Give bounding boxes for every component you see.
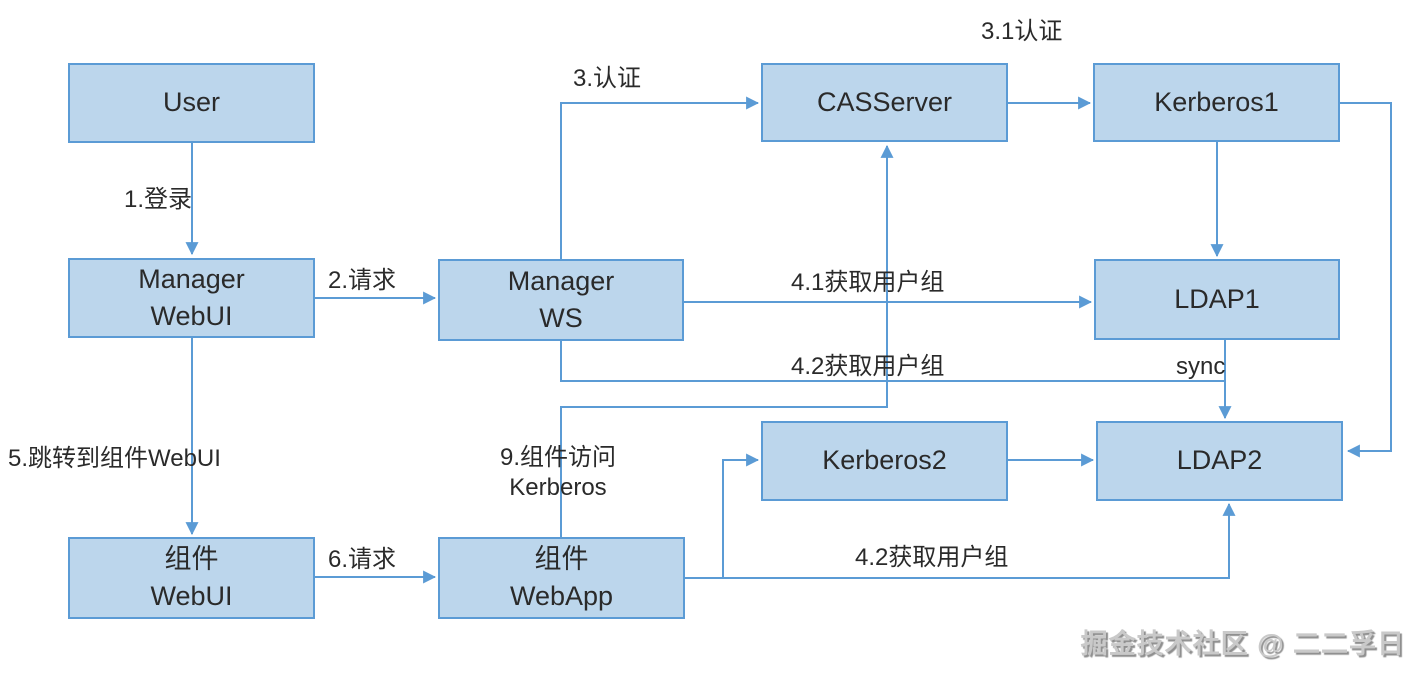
node-ldap2: LDAP2 [1096, 421, 1343, 501]
edge-label-sync: sync [1176, 353, 1226, 380]
edge-component-webapp-to-cas-server [560, 144, 894, 537]
node-manager-webui: Manager WebUI [68, 258, 315, 338]
edge-label-jump5: 5.跳转到组件WebUI [8, 445, 221, 472]
node-ldap1: LDAP1 [1094, 259, 1340, 340]
edge-label-get-user-group-42b: 4.2获取用户组 [855, 544, 1009, 571]
edge-label-auth31: 3.1认证 [981, 18, 1063, 45]
node-component-webui: 组件 WebUI [68, 537, 315, 619]
node-user: User [68, 63, 315, 143]
node-component-webapp: 组件 WebApp [438, 537, 685, 619]
edge-component-webapp-to-ldap2 [685, 502, 1236, 579]
node-kerberos2: Kerberos2 [761, 421, 1008, 501]
edge-label-request6: 6.请求 [328, 546, 397, 573]
edge-label-get-user-group-41: 4.1获取用户组 [791, 269, 945, 296]
edge-label-get-user-group-42: 4.2获取用户组 [791, 353, 945, 380]
edge-component-webapp-to-kerberos2 [722, 453, 760, 578]
edge-label-component-access9: 9.组件访问 Kerberos [499, 444, 616, 501]
node-cas-server: CASServer [761, 63, 1008, 142]
node-kerberos1: Kerberos1 [1093, 63, 1340, 142]
edge-label-request2: 2.请求 [328, 267, 397, 294]
edge-label-auth3: 3.认证 [573, 65, 642, 92]
watermark-text: 掘金技术社区 @ 二二孚日 [1080, 629, 1405, 659]
edge-manager-ws-to-ldap2 [560, 341, 1224, 382]
edge-label-login: 1.登录 [124, 186, 193, 213]
node-manager-ws: Manager WS [438, 259, 684, 341]
edge-manager-ws-to-cas-server [560, 96, 760, 259]
edge-kerberos1-to-ldap2 [1340, 102, 1392, 458]
